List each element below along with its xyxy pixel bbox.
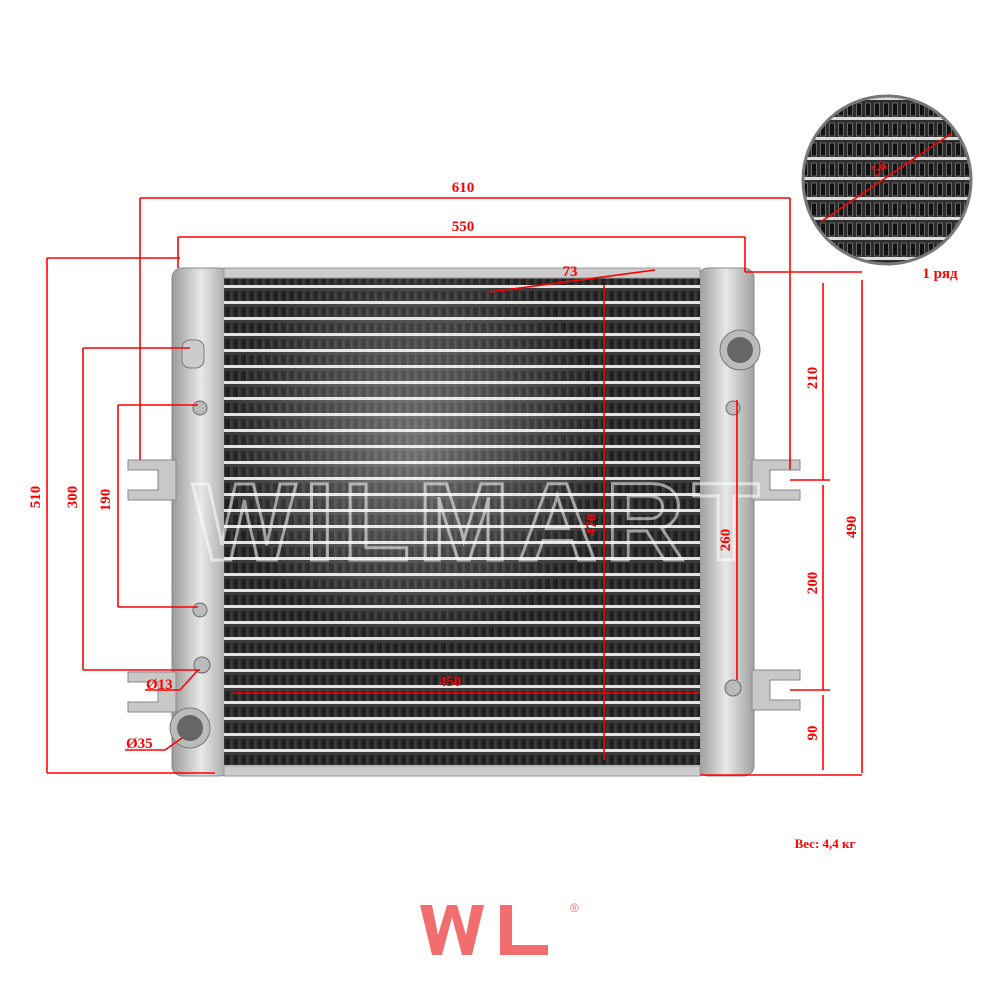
dimension-lines (46, 197, 863, 776)
svg-text:®: ® (570, 901, 579, 915)
dim-550: 550 (452, 219, 475, 235)
small-fitting (193, 656, 211, 674)
dim-610: 610 (452, 180, 475, 196)
dim-200: 200 (805, 572, 821, 595)
left-mount-bracket (127, 671, 177, 713)
rows-label: 1 ряд (922, 266, 958, 282)
dim-470: 470 (584, 514, 600, 537)
weight-label: Вес: 4,4 кг (795, 836, 856, 851)
dim-510: 510 (28, 486, 44, 509)
dim-300: 300 (65, 486, 81, 509)
left-mount-bracket (127, 459, 177, 501)
radiator (127, 267, 801, 777)
dim-260: 260 (718, 529, 734, 552)
dim-pipe-35: Ø35 (126, 736, 153, 752)
watermark: WILMART (192, 461, 767, 584)
dim-210: 210 (805, 367, 821, 390)
dim-73: 73 (563, 264, 578, 280)
core-detail-circle (801, 94, 973, 266)
dim-190: 190 (98, 489, 114, 512)
dim-450: 450 (439, 674, 462, 690)
dim-490: 490 (844, 516, 860, 539)
wl-logo: ® (420, 901, 579, 955)
right-mount-bracket (751, 669, 801, 711)
dim-pipe-13: Ø13 (146, 677, 173, 693)
dim-90: 90 (805, 726, 821, 741)
